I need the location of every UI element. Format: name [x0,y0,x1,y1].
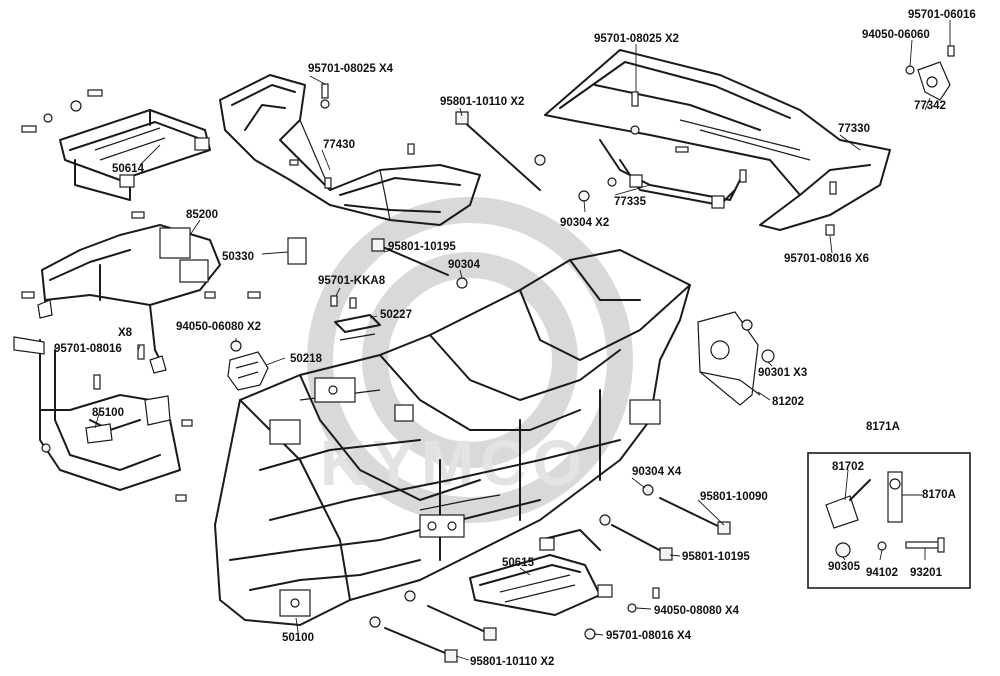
part-50614-bracket [59,109,211,201]
part-85200-front-guard [37,224,221,374]
label-90304: 90304 [448,259,481,271]
part-50100-main-frame [214,249,691,626]
label-95701-08016-x4: 95701-08016 X4 [606,630,692,642]
label-90305: 90305 [828,561,861,573]
label-8171a: 8171A [866,421,900,433]
label-95701-08025-x4: 95701-08025 X4 [308,63,394,75]
part-50330-pad [287,237,307,265]
label-81702: 81702 [832,461,864,473]
part-81202-skid-plate [697,311,775,406]
label-90301-x3: 90301 X3 [758,367,807,379]
long-bolt-95801-10090 [642,484,731,535]
label-95701-08016: 95701-08016 [54,343,122,355]
label-90304-x2: 90304 X2 [560,217,609,229]
label-95801-10090: 95801-10090 [700,491,768,503]
label-85100: 85100 [92,407,124,419]
nuts-90304-x2 [534,154,590,202]
label-50218: 50218 [290,353,323,365]
bolts-50614 [21,89,103,133]
label-50614: 50614 [112,163,145,175]
label-50615: 50615 [502,557,535,569]
part-77335-support [619,159,736,209]
label-85200: 85200 [186,209,218,221]
watermark-text: KYMCO [320,427,588,499]
leader-lines [94,20,951,661]
label-95801-10110-x2-top: 95801-10110 X2 [440,96,524,108]
label-8170a: 8170A [922,489,956,501]
bolts-85100 [41,344,193,502]
label-95701-08016-x6: 95701-08016 X6 [784,253,869,265]
bolts-85200 [21,211,261,299]
label-90304-x4: 90304 X4 [632,466,682,478]
label-77330: 77330 [838,123,870,135]
part-85100-rear-guard [13,336,181,491]
label-94050-06060: 94050-06060 [862,29,930,41]
long-bolt-95801-10110-bottom [369,605,497,663]
label-50227: 50227 [380,309,412,321]
part-77342-plate [905,45,955,101]
label-77335: 77335 [614,196,647,208]
label-95701-06016: 95701-06016 [908,9,976,21]
label-95701-kka8: 95701-KKA8 [318,275,386,287]
long-bolt-95801-10195-top [371,238,468,289]
label-81202: 81202 [772,396,804,408]
label-50100: 50100 [282,632,314,644]
label-x8-quantity: X8 [118,327,133,339]
label-77430: 77430 [323,139,355,151]
bolts-77430 [289,83,415,189]
part-50615-lower-bracket [469,529,613,616]
bolts-77330 [607,91,837,236]
kymco-watermark: KYMCO [307,197,633,523]
label-95801-10110-x2-bottom: 95801-10110 X2 [470,656,554,668]
label-94050-08080-x4: 94050-08080 X4 [654,605,740,617]
label-94102: 94102 [866,567,898,579]
label-94050-06080-x2: 94050-06080 X2 [176,321,261,333]
long-bolt-95801-10110-top [455,111,541,191]
label-95801-10195-bottom: 95801-10195 [682,551,750,563]
long-bolt-95801-10195-bottom [599,514,673,561]
part-50227-clamp [330,295,381,341]
kit-8171a-box [807,452,971,589]
label-50330: 50330 [222,251,254,263]
part-77430-front-rack [219,74,481,226]
label-95801-10195-top: 95801-10195 [388,241,456,253]
label-77342: 77342 [914,100,946,112]
part-labels: 95701-06016 94050-06060 77342 95701-0802… [54,9,976,668]
part-50218-bracket [227,340,269,391]
label-95701-08025-x2: 95701-08025 X2 [594,33,679,45]
label-93201: 93201 [910,567,943,579]
